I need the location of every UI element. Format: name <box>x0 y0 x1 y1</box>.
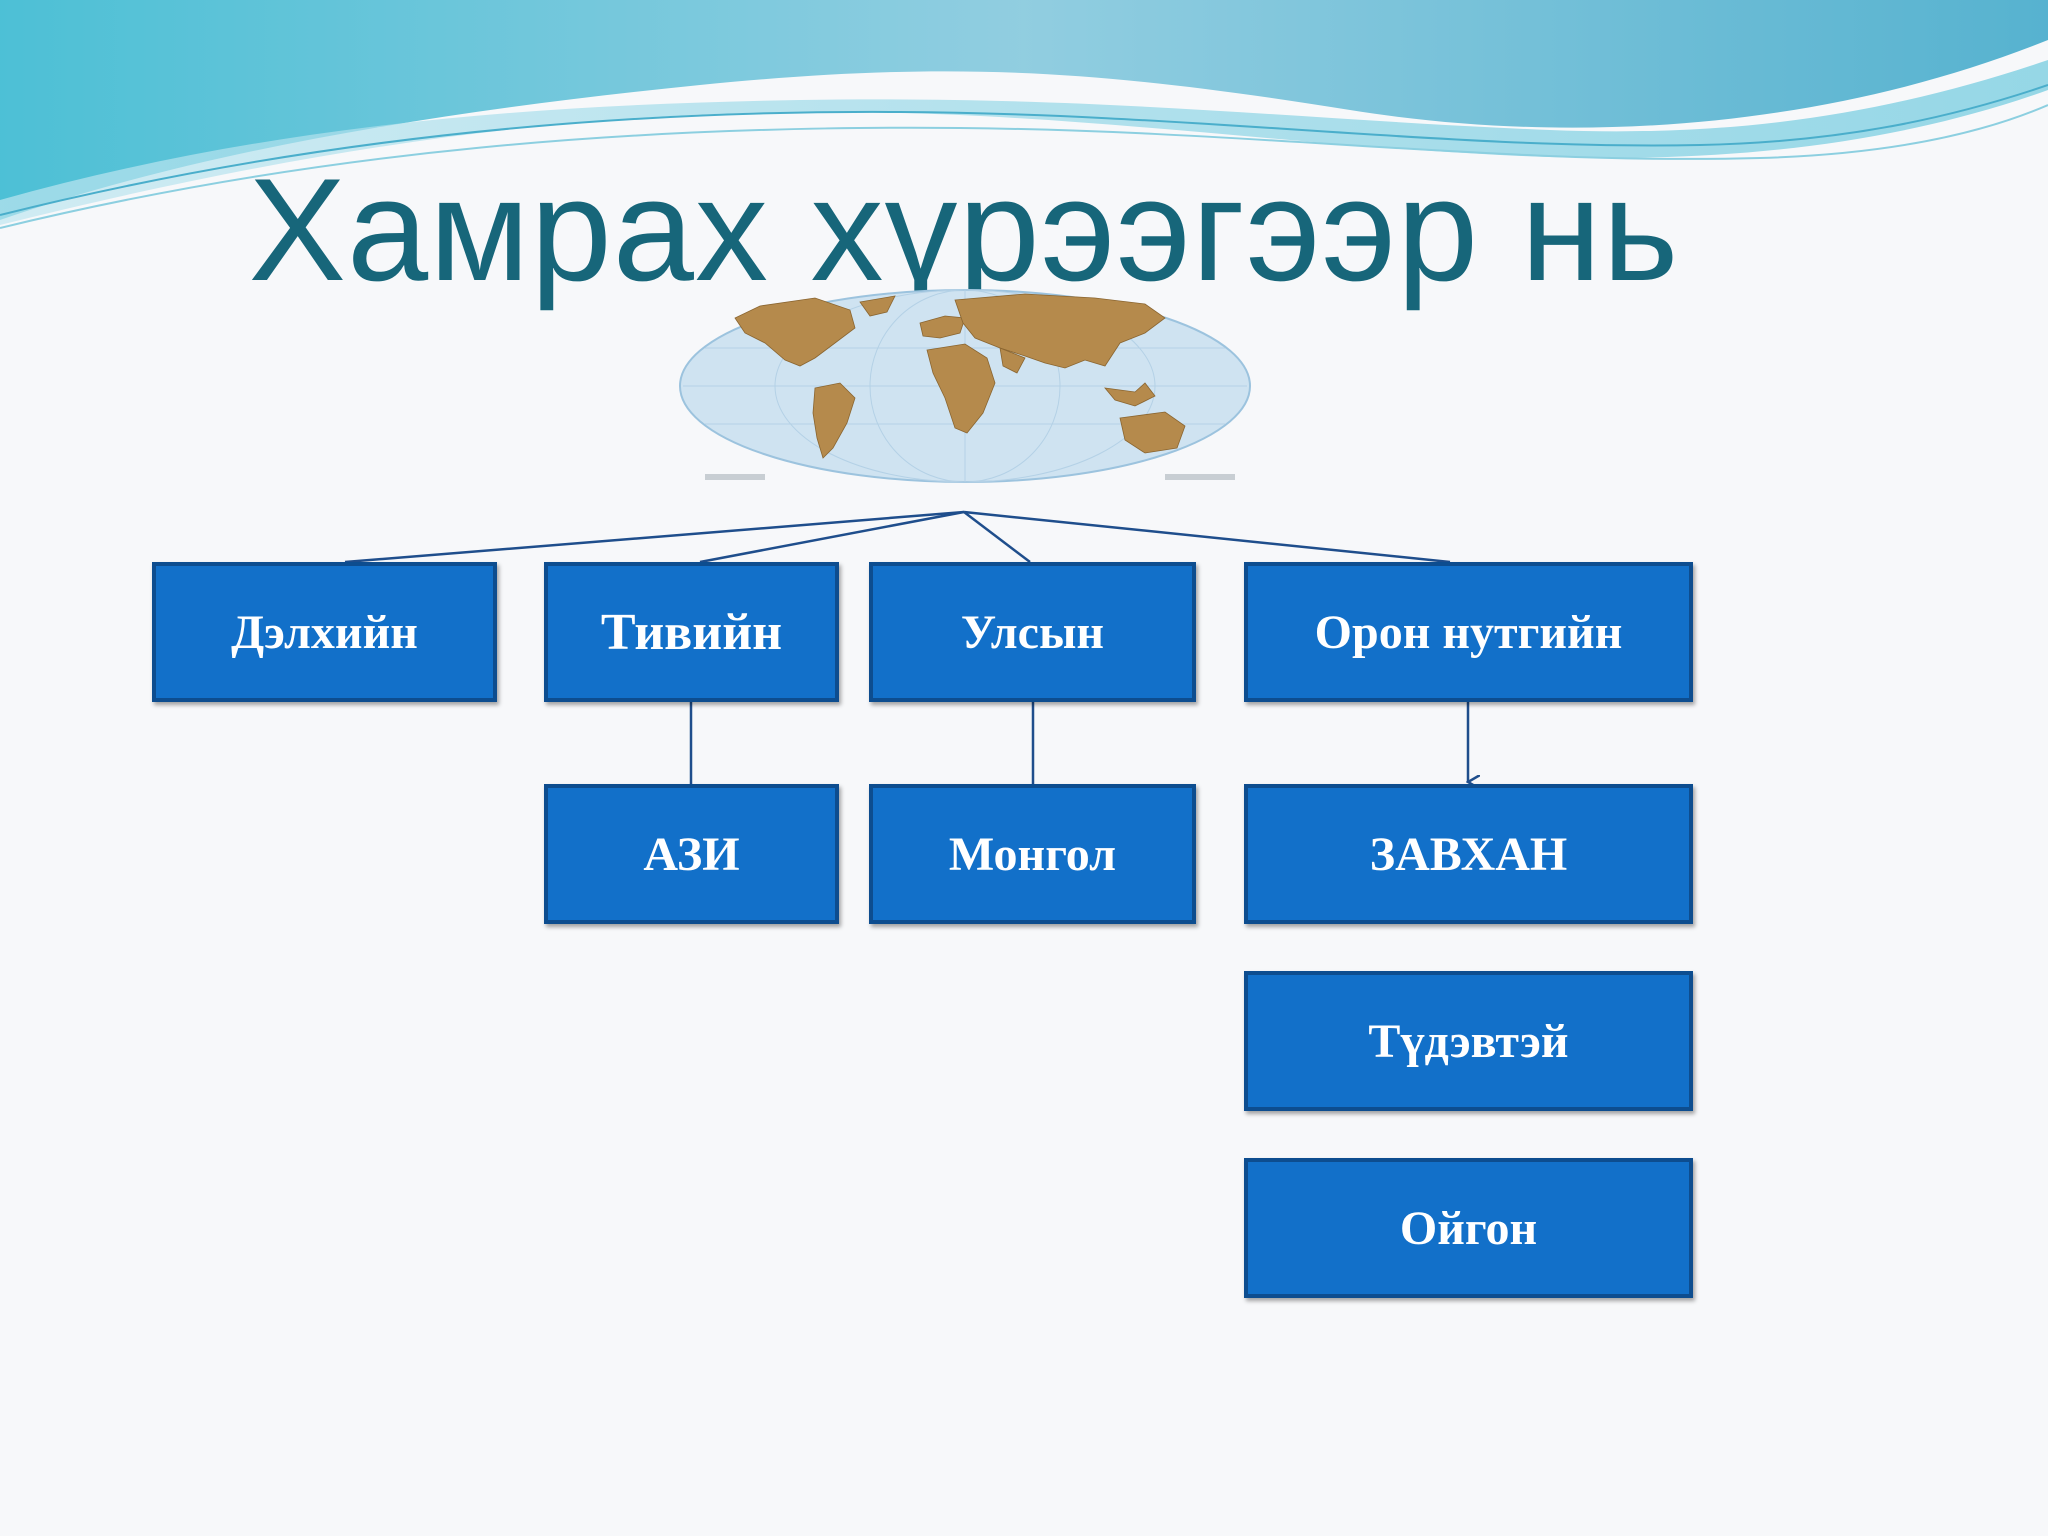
connector-local <box>963 510 1451 564</box>
connector-continent <box>699 510 965 564</box>
connector-world <box>344 510 965 564</box>
level-world-box: Дэлхийн <box>152 562 497 702</box>
example-mongolia-box: Монгол <box>869 784 1196 924</box>
level-continent-box: Тивийн <box>544 562 839 702</box>
level-state-box: Улсын <box>869 562 1196 702</box>
connector-state <box>963 511 1031 563</box>
example-asia-box: АЗИ <box>544 784 839 924</box>
example-tudevtei-box: Түдэвтэй <box>1244 971 1693 1111</box>
example-oigon-box: Ойгон <box>1244 1158 1693 1298</box>
example-zavkhan-box: ЗАВХАН <box>1244 784 1693 924</box>
level-local-box: Орон нутгийн <box>1244 562 1693 702</box>
background-waves <box>0 0 2048 229</box>
page-title: Хамрах хүрээгээр нь <box>248 148 1680 311</box>
world-map-icon <box>679 289 1251 483</box>
